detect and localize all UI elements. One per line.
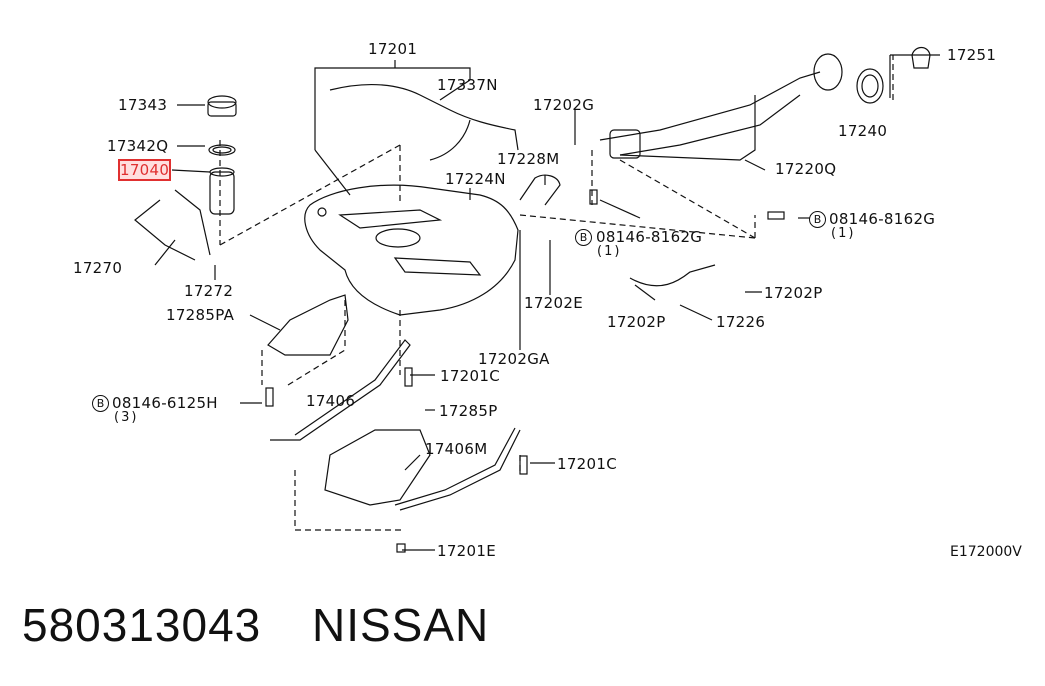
shields-and-straps — [267, 294, 521, 511]
bolt-marker-icon: B — [92, 395, 109, 412]
label-08146-6125h: 08146-6125H — [112, 394, 218, 412]
label-17406: 17406 — [306, 392, 356, 410]
qty-08146-8162g-right: (1) — [831, 226, 856, 241]
label-17040-highlighted[interactable]: 17040 — [117, 159, 172, 181]
label-17224n: 17224N — [445, 170, 506, 188]
label-17202p-left: 17202P — [607, 313, 666, 331]
label-17202p-right: 17202P — [764, 284, 823, 302]
leader-lines — [154, 54, 940, 551]
label-17285p: 17285P — [439, 402, 498, 420]
qty-08146-8162g-left: (1) — [597, 244, 622, 259]
label-17270: 17270 — [73, 259, 123, 277]
label-17406m: 17406M — [425, 440, 488, 458]
part-number: 580313043 — [22, 599, 262, 651]
label-17337n: 17337N — [437, 76, 498, 94]
bolt-marker-icon: B — [575, 229, 592, 246]
label-08146-8162g-right: 08146-8162G — [829, 210, 936, 228]
diagram-code: E172000V — [950, 544, 1022, 560]
fuel-tank-exploded-diagram — [134, 46, 940, 553]
fuel-tank-shape — [304, 83, 519, 316]
label-17240: 17240 — [838, 122, 888, 140]
label-17272: 17272 — [184, 282, 234, 300]
label-08146-8162g-left: 08146-8162G — [596, 228, 703, 246]
label-17220q: 17220Q — [775, 160, 837, 178]
bolts — [265, 189, 785, 553]
label-17202g: 17202G — [533, 96, 595, 114]
label-17202e: 17202E — [524, 294, 583, 312]
qty-08146-6125h: (3) — [114, 410, 139, 425]
label-17251: 17251 — [947, 46, 997, 64]
label-17201e: 17201E — [437, 542, 496, 560]
label-17201c-lower: 17201C — [557, 455, 617, 473]
label-17201: 17201 — [368, 40, 418, 58]
label-17202ga: 17202GA — [478, 350, 550, 368]
label-17228m: 17228M — [497, 150, 560, 168]
label-17226: 17226 — [716, 313, 766, 331]
brand-name: NISSAN — [312, 599, 490, 651]
bolt-marker-icon: B — [809, 211, 826, 228]
label-17285pa: 17285PA — [166, 306, 235, 324]
label-17342q: 17342Q — [107, 137, 169, 155]
label-17201c-upper: 17201C — [440, 367, 500, 385]
fuel-pump-parts — [134, 95, 237, 261]
filler-neck — [519, 46, 931, 287]
label-17343: 17343 — [118, 96, 168, 114]
